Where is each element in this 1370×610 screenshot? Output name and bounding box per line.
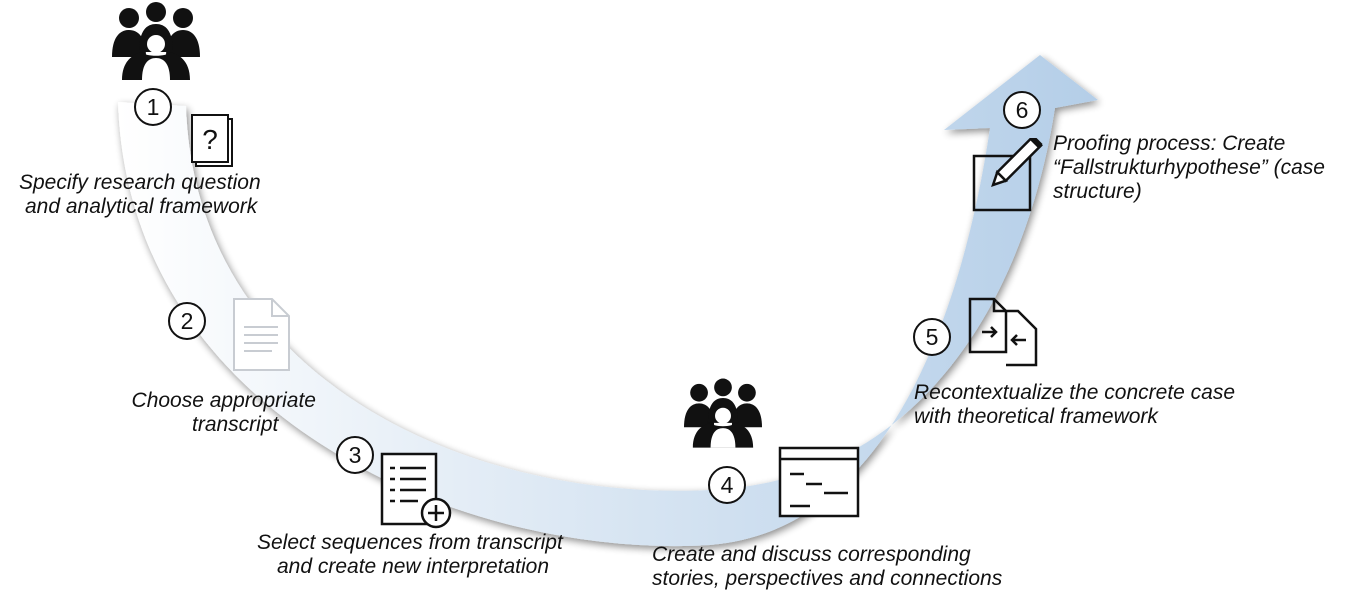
step-3-line-2: and create new interpretation bbox=[277, 555, 550, 578]
step-5-line-1: Recontextualize the concrete case bbox=[914, 381, 1236, 404]
question-document-icon: ? bbox=[191, 114, 233, 167]
step-6-line-1: Proofing process: Create bbox=[1053, 132, 1286, 155]
document-exchange-icon bbox=[968, 297, 1038, 367]
svg-text:?: ? bbox=[202, 124, 218, 155]
group-people-icon bbox=[112, 2, 200, 80]
step-6-line-2: “Fallstrukturhypothese” (case bbox=[1053, 156, 1325, 179]
step-3-line-1: Select sequences from transcript bbox=[257, 531, 563, 554]
step-2-number: 2 bbox=[168, 302, 206, 340]
step-4-line-2: stories, perspectives and connections bbox=[652, 567, 1003, 590]
group-people-icon-2 bbox=[684, 378, 762, 448]
step-1-number: 1 bbox=[134, 88, 172, 126]
step-3-number: 3 bbox=[336, 436, 374, 474]
step-5-label: Recontextualize the concrete case with t… bbox=[914, 381, 1235, 429]
step-4-label: Create and discuss corresponding stories… bbox=[652, 543, 1002, 591]
step-3-label: Select sequences from transcript and cre… bbox=[257, 531, 563, 579]
transcript-document-icon bbox=[233, 298, 290, 371]
step-1-label: Specify research question and analytical… bbox=[19, 171, 261, 219]
step-6-number: 6 bbox=[1003, 91, 1041, 129]
step-4-number: 4 bbox=[708, 466, 746, 504]
step-5-number: 5 bbox=[913, 318, 951, 356]
step-2-line-2: transcript bbox=[192, 413, 279, 436]
step-2-label: Choose appropriate transcript bbox=[114, 389, 316, 437]
list-add-icon bbox=[380, 452, 452, 529]
step-6-line-3: structure) bbox=[1053, 180, 1142, 203]
step-6-label: Proofing process: Create “Fallstrukturhy… bbox=[1053, 132, 1325, 204]
window-lines-icon bbox=[778, 446, 860, 518]
step-5-line-2: with theoretical framework bbox=[914, 405, 1158, 428]
step-1-line-2: and analytical framework bbox=[25, 195, 258, 218]
step-4-line-1: Create and discuss corresponding bbox=[652, 543, 971, 566]
edit-pencil-icon bbox=[972, 138, 1043, 212]
step-2-line-1: Choose appropriate bbox=[131, 389, 316, 412]
step-1-line-1: Specify research question bbox=[19, 171, 261, 194]
